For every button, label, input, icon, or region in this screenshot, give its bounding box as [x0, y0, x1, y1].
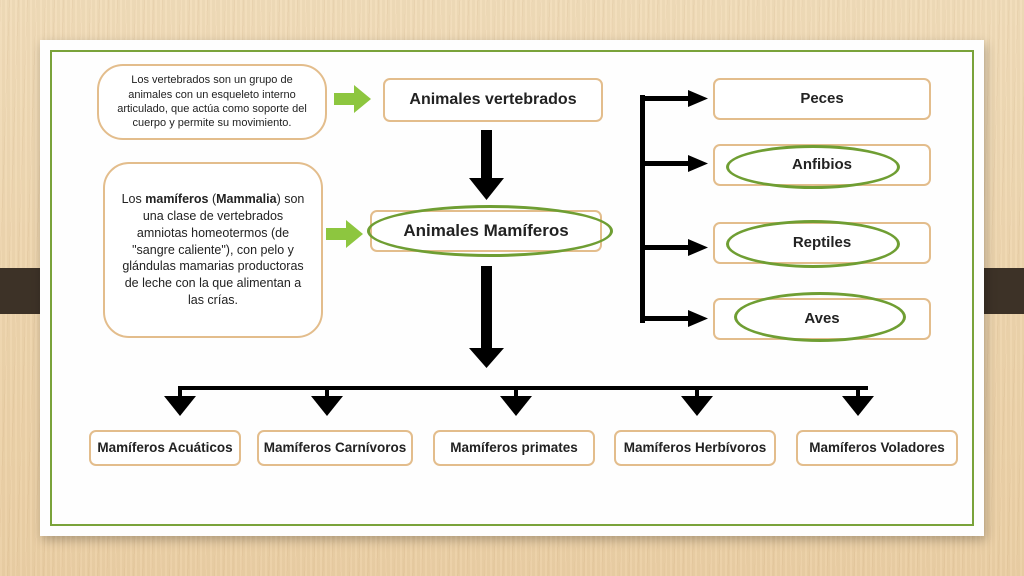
class-branch-2 [640, 161, 690, 166]
mammal-type-acuaticos: Mamíferos Acuáticos [89, 430, 241, 466]
mamiferos-description: Los mamíferos (Mammalia) son una clase d… [103, 162, 323, 338]
class-arrowhead-1 [688, 90, 708, 107]
mammal-type-carnivoros: Mamíferos Carnívoros [257, 430, 413, 466]
slide-frame [50, 50, 974, 526]
black-arrows [164, 90, 874, 416]
mammal-types-line [178, 386, 868, 390]
slide: Los vertebrados son un grupo de animales… [40, 40, 984, 536]
mammal-type-voladores: Mamíferos Voladores [796, 430, 958, 466]
class-reptiles: Reptiles [713, 222, 931, 264]
mammal-branch-2 [325, 386, 329, 398]
class-branch-4 [640, 316, 690, 321]
class-bracket-line [640, 95, 645, 323]
vertebrados-description-text: Los vertebrados son un grupo de animales… [117, 74, 307, 130]
down-arrow-head-2 [469, 348, 504, 368]
down-arrow-head-1 [469, 178, 504, 200]
class-arrowhead-4 [688, 310, 708, 327]
class-branch-1 [640, 96, 690, 101]
node-animales-mamiferos: Animales Mamíferos [370, 210, 602, 252]
mammal-type-herbivoros: Mamíferos Herbívoros [614, 430, 776, 466]
down-arrow-shaft-2 [481, 266, 492, 352]
green-arrow-2 [326, 220, 363, 248]
mammal-branch-5 [856, 386, 860, 398]
down-arrow-shaft-1 [481, 130, 492, 180]
mammal-arrowhead-2 [311, 396, 343, 416]
mammal-branch-1 [178, 386, 182, 398]
class-branch-3 [640, 245, 690, 250]
class-aves: Aves [713, 298, 931, 340]
class-anfibios: Anfibios [713, 144, 931, 186]
bold-mamiferos: mamíferos [145, 191, 209, 206]
mammal-branch-3 [514, 386, 518, 398]
connector-arrows [164, 85, 874, 416]
class-peces: Peces [713, 78, 931, 120]
mammal-arrowhead-3 [500, 396, 532, 416]
class-arrowhead-3 [688, 239, 708, 256]
green-arrow-1 [334, 85, 371, 113]
mammal-arrowhead-5 [842, 396, 874, 416]
mammal-arrowhead-1 [164, 396, 196, 416]
mammal-arrowhead-4 [681, 396, 713, 416]
node-animales-vertebrados: Animales vertebrados [383, 78, 603, 122]
bold-mammalia: Mammalia [216, 191, 277, 206]
mammal-branch-4 [695, 386, 699, 398]
class-arrowhead-2 [688, 155, 708, 172]
mamiferos-description-text: Los mamíferos (Mammalia) son una clase d… [121, 191, 305, 308]
vertebrados-description: Los vertebrados son un grupo de animales… [97, 64, 327, 140]
mammal-type-primates: Mamíferos primates [433, 430, 595, 466]
